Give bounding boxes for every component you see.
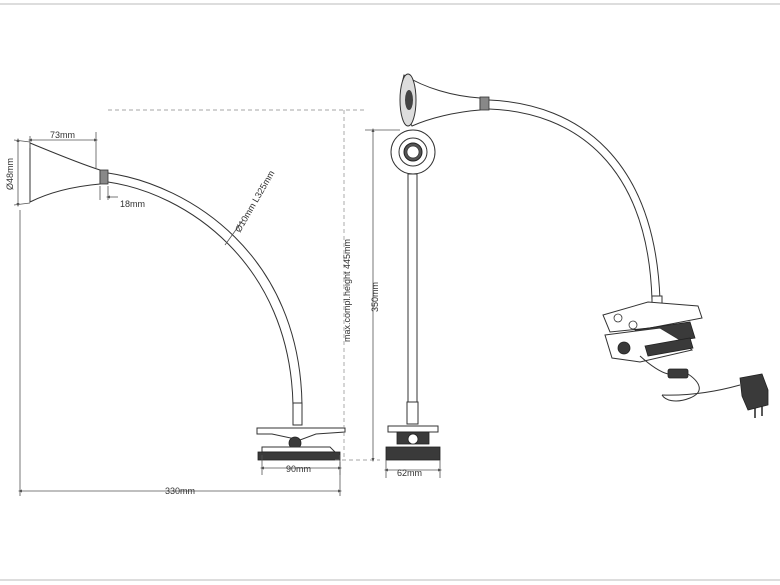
- persp-clip-pivot: [617, 341, 631, 355]
- label-arm: Ø10mm L325mm: [233, 169, 276, 234]
- front-vertical-arm: [407, 173, 418, 403]
- label-arm-height: 350mm: [370, 282, 380, 312]
- front-clip-top: [387, 425, 439, 433]
- side-gooseneck-arm: [107, 172, 303, 406]
- side-clip-upper: [256, 427, 346, 441]
- persp-inline-switch: [667, 368, 689, 379]
- persp-plug-adapter: [739, 373, 769, 411]
- side-lamp-head: [29, 142, 101, 203]
- side-clip-base: [257, 451, 341, 461]
- label-head-length: 73mm: [50, 130, 75, 140]
- label-max-height: max.compl.height 445mm: [342, 239, 352, 342]
- label-collar: 18mm: [120, 199, 145, 209]
- persp-gooseneck-arm: [488, 99, 661, 301]
- perspective-view: [399, 73, 769, 418]
- side-clip-jaw: [261, 446, 337, 453]
- label-clip-width: 90mm: [286, 464, 311, 474]
- persp-collar: [479, 96, 490, 111]
- front-view: 350mm 62mm: [365, 128, 442, 478]
- label-head-diameter: Ø48mm: [5, 158, 15, 190]
- label-front-clip-width: 62mm: [397, 468, 422, 478]
- persp-cable: [639, 355, 669, 375]
- side-collar: [99, 169, 109, 185]
- persp-clip-top: [602, 301, 703, 333]
- side-view: Ø48mm 73mm 18mm Ø10mm L325mm 90mm 330mm …: [5, 109, 380, 496]
- side-arm-joint: [292, 402, 303, 426]
- front-clip-base: [385, 446, 441, 461]
- label-total-width: 330mm: [165, 486, 195, 496]
